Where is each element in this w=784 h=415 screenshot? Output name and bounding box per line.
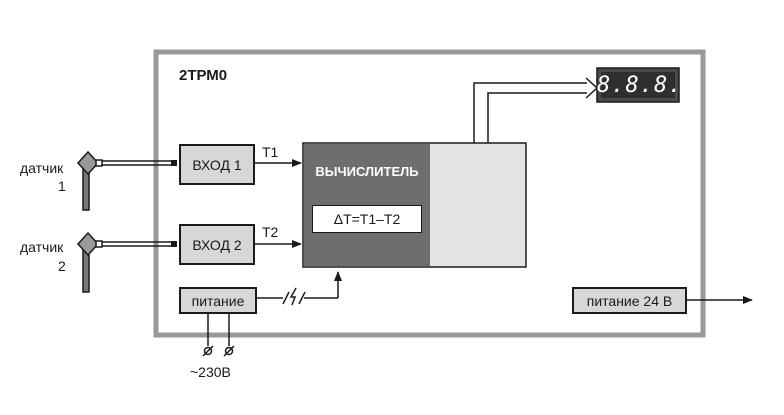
input-2-block: ВХОД 2 [179, 224, 255, 265]
sensor-1-icon [76, 150, 103, 211]
calculator-formula: ΔT=T1–T2 [312, 205, 422, 233]
power-out-block: питание 24 В [572, 287, 687, 314]
signal-t1-label: T1 [262, 144, 279, 160]
signal-t2-label: T2 [262, 224, 279, 240]
calculator-title: ВЫЧИСЛИТЕЛЬ [315, 164, 419, 179]
sensor-wires [102, 160, 177, 247]
mains-voltage-label: ~230В [190, 364, 231, 380]
power-in-block: питание [179, 287, 257, 314]
mains-terminals [202, 345, 235, 357]
device-title: 2ТРМ0 [179, 67, 228, 84]
sensor-1-label-line2: 1 [58, 178, 66, 194]
input-1-block: ВХОД 1 [179, 144, 255, 185]
display-value: 8.8.8.8 [597, 73, 697, 98]
power-wiring [207, 271, 342, 346]
sensor-2-label-line1: датчик [20, 239, 64, 255]
sensor-2-icon [76, 231, 103, 293]
sensor-2-label-line2: 2 [58, 258, 66, 274]
sensor-1-label-line1: датчик [20, 160, 64, 176]
